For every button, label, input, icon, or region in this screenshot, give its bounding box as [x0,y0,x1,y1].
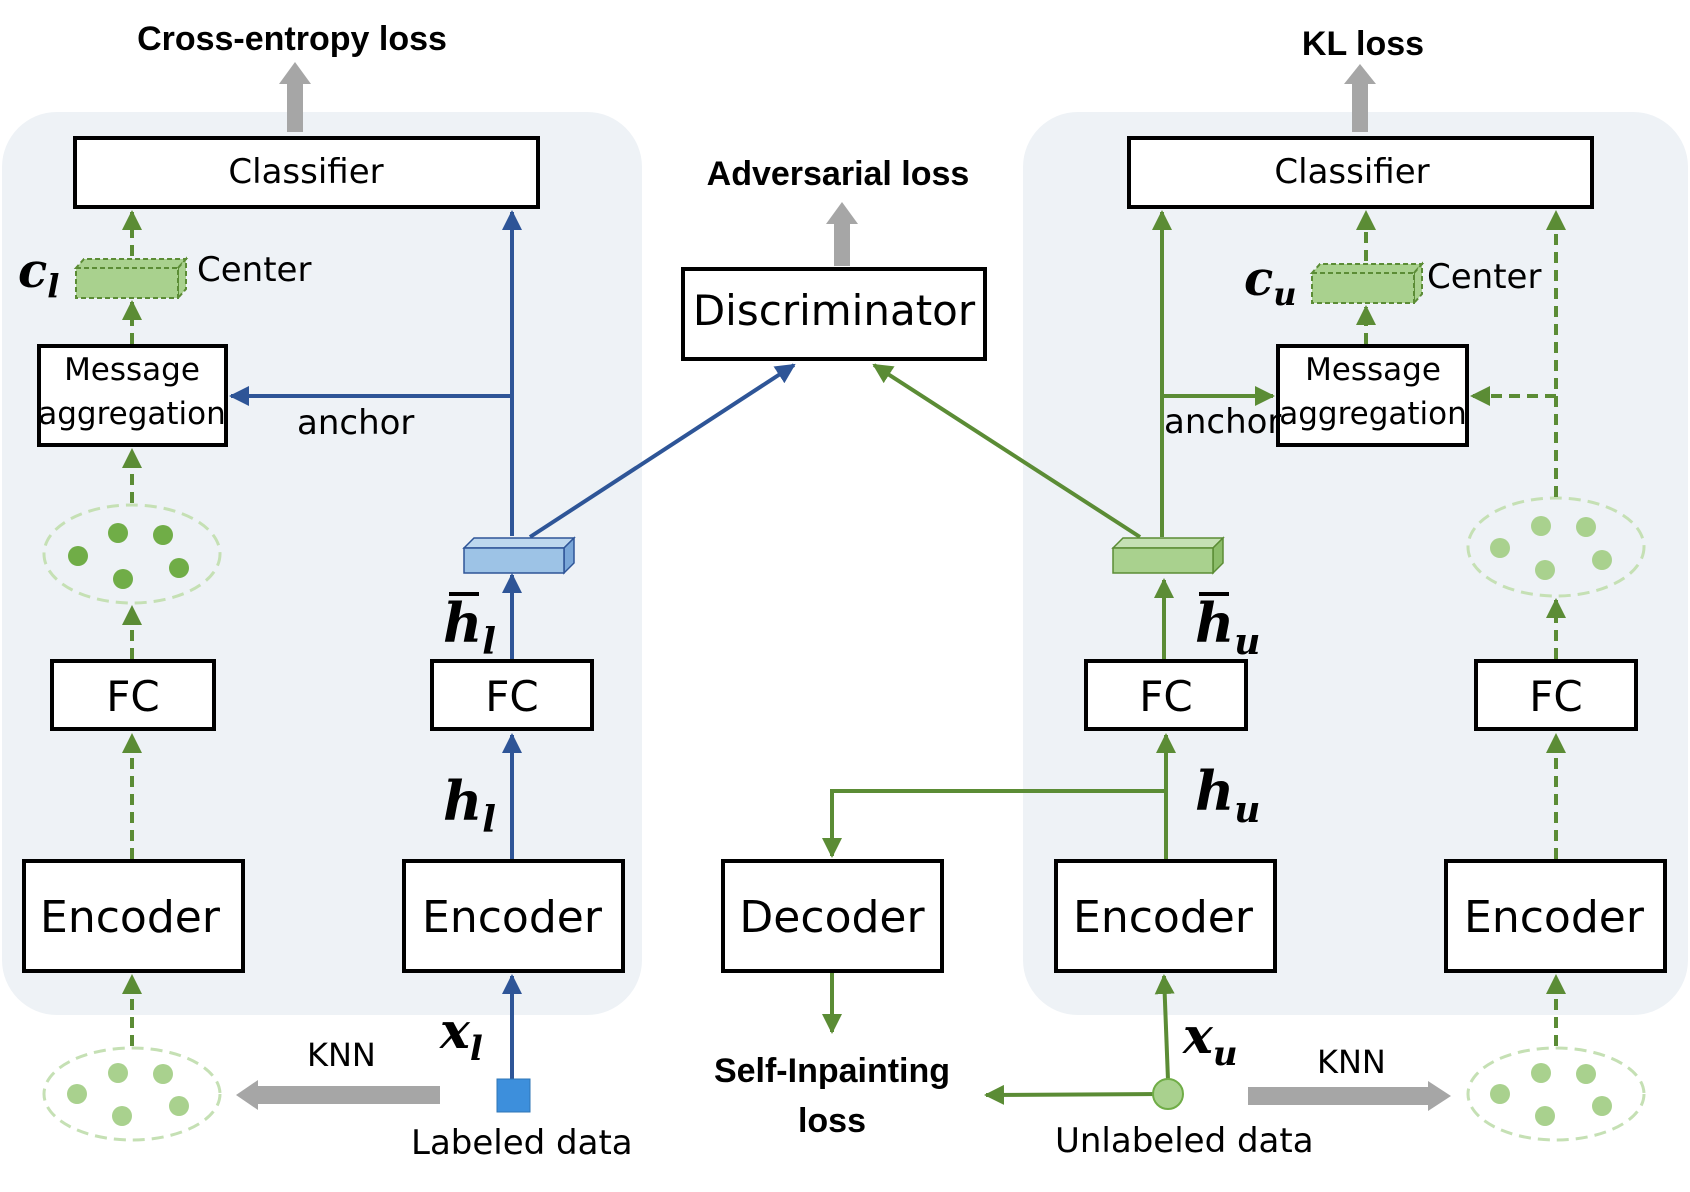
fc-box-left-main [430,659,594,731]
labeled-branch-panel [2,112,642,1015]
knn-label-right: KNN [1317,1043,1386,1081]
encoder-label-left-main: Encoder [422,892,603,943]
anchor-label-right: anchor [1164,402,1281,442]
neighbor-cluster-left-top [42,503,222,605]
message-aggregation-box-right [1276,344,1469,447]
loss-arrow-cross-entropy [279,62,311,132]
center-feature-right [1309,261,1425,306]
self-inpainting-loss-label-line2: loss [798,1102,866,1140]
symbol-hbar-u: hu [1195,591,1260,663]
message-aggregation-box-left [37,344,228,447]
discriminator-box [681,267,987,361]
feature-vector-unlabeled [1111,536,1225,575]
center-label-left: Center [197,250,311,290]
feature-vector-labeled [462,536,576,575]
neighbor-node [1531,516,1551,536]
classifier-box-right [1127,136,1594,209]
labeled-data-label: Labeled data [411,1123,633,1163]
arrow-unlabeled-data-to-encoder [1154,974,1175,1081]
neighbor-node [1531,1063,1551,1083]
neighbor-cluster-left-bottom [42,1046,222,1142]
neighbor-node [68,546,88,566]
classifier-label-left: Classifier [228,152,383,192]
symbol-c-l: cl [18,243,59,305]
knn-arrow-left [236,1080,440,1110]
symbol-x-u: xu [1182,1006,1238,1074]
neighbor-node [1490,1084,1510,1104]
neighbor-node [1535,1106,1555,1126]
loss-arrow-kl [1344,64,1376,132]
neighbor-node [112,1106,132,1126]
encoder-box-right-neighbor [1444,859,1667,973]
unlabeled-branch-panel [1023,112,1688,1015]
knn-label-left: KNN [307,1036,376,1074]
cross-entropy-loss-label: Cross-entropy loss [137,20,447,58]
symbol-h-l: hl [443,769,496,841]
decoder-box [721,859,944,973]
center-feature-left [73,256,189,301]
fc-label-right-neighbor: FC [1529,672,1582,721]
fc-label-left-main: FC [485,672,538,721]
neighbor-cluster-right-top [1466,496,1646,598]
neighbor-node [113,569,133,589]
fc-box-right-neighbor [1474,659,1638,731]
encoder-box-right-main [1054,859,1277,973]
neighbor-node [1592,1096,1612,1116]
encoder-box-left-neighbor [22,859,245,973]
neighbor-node [1576,1064,1596,1084]
adversarial-loss-label: Adversarial loss [707,155,970,193]
fc-box-left-neighbor [50,659,216,731]
classifier-box-left [73,136,540,209]
knn-arrow-right [1248,1081,1451,1111]
arrow-left-feature-to-discriminator [528,363,796,539]
encoder-box-left-main [402,859,625,973]
fc-label-right-main: FC [1139,672,1192,721]
neighbor-node [1592,550,1612,570]
fc-label-left-neighbor: FC [106,672,159,721]
neighbor-node [169,1096,189,1116]
message-aggregation-label-right-2: aggregation [1279,396,1467,432]
kl-loss-label: KL loss [1302,25,1424,63]
message-aggregation-label-left-1: Message [64,352,200,388]
neighbor-node [153,1064,173,1084]
neighbor-cluster-right-bottom [1466,1046,1646,1142]
self-inpainting-loss-label-line1: Self-Inpainting [714,1052,950,1090]
neighbor-node [1535,560,1555,580]
message-aggregation-label-right-1: Message [1305,352,1441,388]
discriminator-label: Discriminator [693,286,976,335]
arrow-hu-to-decoder [822,789,1166,858]
decoder-label: Decoder [739,892,925,943]
message-aggregation-label-left-2: aggregation [38,396,226,432]
encoder-label-right-neighbor: Encoder [1464,892,1645,943]
neighbor-node [169,558,189,578]
symbol-h-u: hu [1195,759,1260,831]
symbol-x-l: xl [439,1001,483,1069]
neighbor-node [67,1084,87,1104]
symbol-c-u: cu [1244,251,1297,313]
neighbor-node [108,1063,128,1083]
unlabeled-data-point [1152,1078,1184,1110]
classifier-label-right: Classifier [1274,152,1429,192]
arrow-right-feature-to-discriminator [872,363,1142,539]
neighbor-node [1576,517,1596,537]
encoder-label-right-main: Encoder [1073,892,1254,943]
encoder-label-left-neighbor: Encoder [40,892,221,943]
neighbor-node [153,525,173,545]
center-label-right: Center [1427,257,1541,297]
neighbor-node [1490,538,1510,558]
unlabeled-data-label: Unlabeled data [1055,1121,1314,1161]
arrow-unlabeled-data-to-self-inpainting [984,1084,1161,1105]
neighbor-node [108,523,128,543]
loss-arrow-adversarial [826,202,858,266]
labeled-data-point [496,1078,531,1113]
symbol-hbar-l: hl [443,591,496,663]
anchor-label-left: anchor [297,403,414,443]
fc-box-right-main [1084,659,1248,731]
